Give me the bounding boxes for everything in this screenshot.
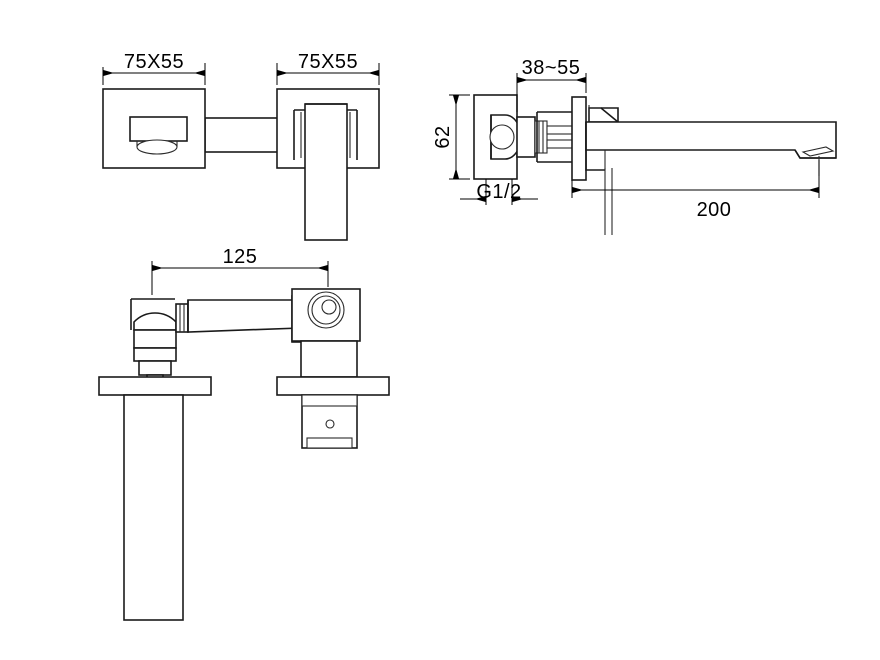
left-escutcheon-plate <box>102 88 206 169</box>
threaded-connector <box>516 111 578 163</box>
dim-125: 125 <box>151 246 329 295</box>
top-right-view: 38~55 62 G1/2 200 <box>432 57 837 235</box>
dim-label-62: 62 <box>432 125 454 148</box>
dim-75x55-left: 75X55 <box>102 51 206 85</box>
bottom-left-view: 125 <box>98 246 390 621</box>
right-valve-assembly <box>276 288 390 449</box>
right-escutcheon-plate <box>276 88 380 241</box>
dim-label-75x55-left: 75X55 <box>124 51 184 73</box>
left-valve-assembly <box>98 298 212 621</box>
spout-aerator <box>794 146 836 176</box>
dim-38-55: 38~55 <box>516 57 587 112</box>
top-left-view: 75X55 75X55 <box>102 51 380 241</box>
spout-lower-neck <box>585 150 606 171</box>
dim-62: 62 <box>432 94 470 180</box>
dim-label-200: 200 <box>697 199 732 221</box>
dim-label-g12: G1/2 <box>476 181 521 203</box>
dim-label-75x55-right: 75X55 <box>298 51 358 73</box>
dim-g12: G1/2 <box>460 179 538 205</box>
dim-label-125: 125 <box>223 246 258 268</box>
dim-75x55-right: 75X55 <box>276 51 380 85</box>
dim-200: 200 <box>571 160 820 221</box>
dim-label-38-55: 38~55 <box>522 57 581 79</box>
wall-flange <box>571 96 587 181</box>
flex-hose-line <box>604 168 613 235</box>
